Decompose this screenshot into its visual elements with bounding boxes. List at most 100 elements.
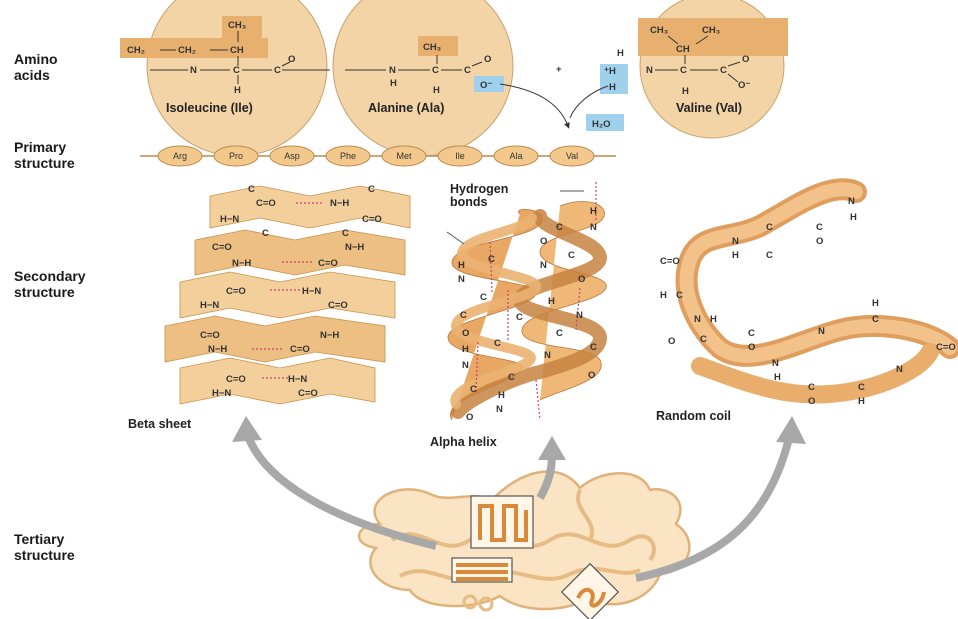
alpha-helix: H C N O C C H N N O C H N C C O C H C C … — [430, 182, 608, 449]
residue-bead-asp — [269, 145, 315, 167]
svg-text:O: O — [816, 236, 823, 247]
svg-text:O: O — [668, 336, 675, 347]
arrow-to-beta — [242, 428, 437, 550]
ile-ch2-b: CH₂ — [178, 45, 196, 56]
hydrogen-bonds-label-2: bonds — [450, 195, 488, 209]
ile-ch2-a: CH₂ — [127, 45, 145, 56]
svg-text:H−N: H−N — [288, 374, 307, 385]
residue-label-arg: Arg — [173, 151, 187, 161]
val-h-plus-box — [600, 64, 628, 94]
residue-label-val: Val — [566, 151, 578, 161]
svg-text:N−H: N−H — [232, 258, 251, 269]
svg-text:C=O: C=O — [200, 330, 220, 341]
plus-sign: + — [556, 64, 562, 75]
svg-text:C: C — [766, 250, 773, 261]
svg-text:C=O: C=O — [936, 342, 956, 353]
svg-text:H: H — [660, 290, 667, 301]
residue-label-pro: Pro — [229, 151, 243, 161]
svg-text:N: N — [576, 310, 583, 321]
val-h-plus: ⁺H — [604, 66, 616, 77]
svg-text:C: C — [248, 184, 255, 195]
valine-name: Valine (Val) — [676, 101, 742, 115]
ala-o: O — [484, 54, 491, 65]
svg-text:O: O — [748, 342, 755, 353]
svg-text:N: N — [732, 236, 739, 247]
svg-text:H: H — [710, 314, 717, 325]
svg-text:H: H — [458, 260, 465, 271]
svg-text:H−N: H−N — [212, 388, 231, 399]
ala-side-chain-box — [418, 36, 458, 56]
label-amino-2: acids — [14, 67, 50, 83]
random-coil-label: Random coil — [656, 409, 731, 423]
ile-side-chain-box — [120, 38, 268, 58]
label-tertiary-2: structure — [14, 547, 75, 563]
ala-ominus-box — [474, 76, 504, 92]
residue-bead-ile — [437, 145, 483, 167]
svg-text:C: C — [858, 382, 865, 393]
svg-text:N: N — [496, 404, 503, 415]
ile-o: O — [288, 54, 295, 65]
svg-text:H: H — [548, 296, 555, 307]
hydrogen-bonds-label-1: Hydrogen — [450, 182, 508, 196]
ile-n: N — [190, 65, 197, 76]
random-coil: N H C C O N C H C=O H C N H O C H C N C … — [656, 178, 958, 423]
svg-text:C: C — [460, 310, 467, 321]
svg-text:C: C — [494, 338, 501, 349]
svg-text:C: C — [816, 222, 823, 233]
hbond-pointer-a — [446, 231, 465, 245]
amino-acids: CH₃ CH₂ CH₂ CH N C C O H Isoleucine (Ile… — [120, 0, 788, 157]
svg-text:C: C — [508, 372, 515, 383]
ala-c2: C — [464, 65, 471, 76]
svg-text:C: C — [488, 254, 495, 265]
residue-label-met: Met — [396, 151, 412, 161]
svg-text:C=O: C=O — [318, 258, 338, 269]
svg-text:C: C — [342, 228, 349, 239]
svg-text:O: O — [588, 370, 595, 381]
residue-bead-ala — [493, 145, 539, 167]
residue-bead-met — [381, 145, 427, 167]
svg-text:H: H — [498, 390, 505, 401]
val-side-chain-box — [638, 18, 788, 56]
alpha-helix-label: Alpha helix — [430, 435, 497, 449]
svg-text:H−N: H−N — [220, 214, 239, 225]
svg-text:C=O: C=O — [362, 214, 382, 225]
svg-text:C: C — [262, 228, 269, 239]
val-ch: CH — [676, 44, 690, 55]
svg-text:N−H: N−H — [330, 198, 349, 209]
val-c: C — [680, 65, 687, 76]
ile-ch3: CH₃ — [228, 20, 246, 31]
tertiary-arrows — [232, 416, 806, 582]
svg-text:N: N — [772, 358, 779, 369]
svg-text:N: N — [590, 222, 597, 233]
level-labels: Amino acids Primary structure Secondary … — [14, 51, 86, 563]
svg-text:C: C — [470, 384, 477, 395]
val-ominus: O⁻ — [738, 80, 750, 91]
water-box — [586, 114, 624, 131]
svg-text:C: C — [676, 290, 683, 301]
svg-text:C=O: C=O — [328, 300, 348, 311]
svg-text:C=O: C=O — [298, 388, 318, 399]
ile-c: C — [233, 65, 240, 76]
residue-bead-val — [549, 145, 595, 167]
ala-c: C — [432, 65, 439, 76]
val-o: O — [742, 54, 749, 65]
val-ch3-b: CH₃ — [702, 25, 720, 36]
svg-text:H: H — [850, 212, 857, 223]
val-h2: H — [682, 86, 689, 97]
label-tertiary-1: Tertiary — [14, 531, 65, 547]
ile-h: H — [234, 85, 241, 96]
svg-text:C: C — [700, 334, 707, 345]
svg-text:C: C — [748, 328, 755, 339]
residue-bead-phe — [325, 145, 371, 167]
svg-text:C=O: C=O — [256, 198, 276, 209]
residue-bead-arg — [157, 145, 203, 167]
svg-text:N: N — [544, 350, 551, 361]
alanine-name: Alanine (Ala) — [368, 101, 444, 115]
label-primary-2: structure — [14, 155, 75, 171]
svg-text:C: C — [766, 222, 773, 233]
svg-text:H: H — [590, 206, 597, 217]
label-primary-1: Primary — [14, 139, 66, 155]
arrow-to-coil — [635, 433, 794, 582]
residue-label-asp: Asp — [284, 151, 300, 161]
